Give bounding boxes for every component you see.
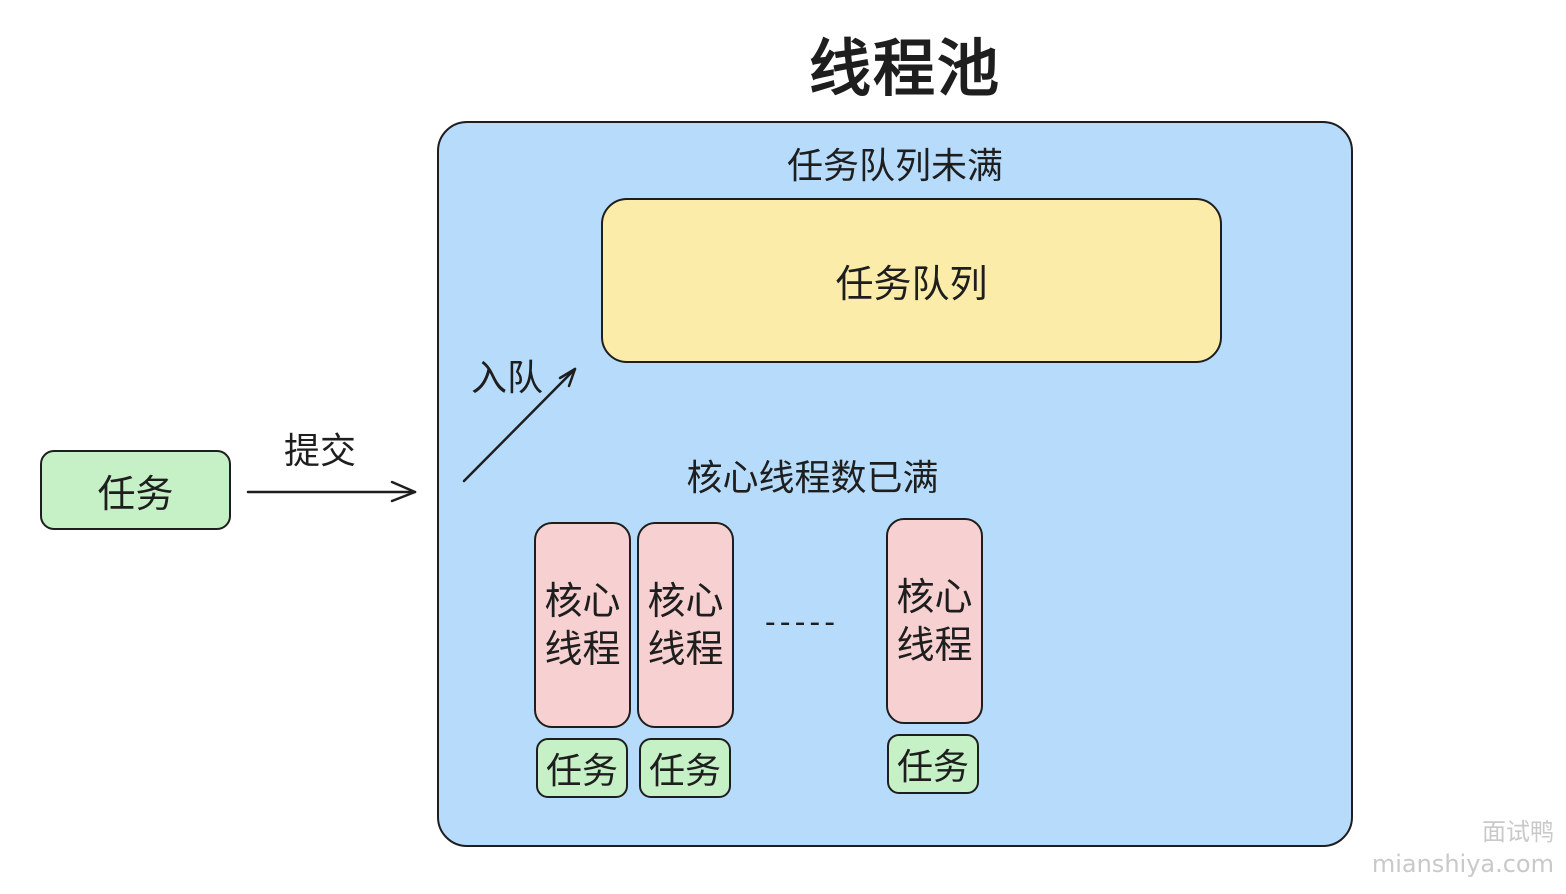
diagram-title: 线程池: [808, 32, 1001, 105]
core-thread-label-line2: 线程: [544, 627, 621, 671]
watermark-brand: 面试鸭: [1482, 818, 1554, 846]
running-task-label: 任务: [648, 751, 721, 792]
core-thread-label-line2: 线程: [647, 627, 724, 671]
running-task-box: 任务: [639, 738, 731, 798]
core-thread-label-line1: 核心: [896, 575, 973, 619]
incoming-task-box: 任务: [40, 450, 231, 530]
submit-arrow: [246, 480, 417, 503]
running-task-box: 任务: [536, 738, 628, 798]
task-queue-label: 任务队列: [835, 262, 988, 306]
core-thread-label-line1: 核心: [647, 579, 724, 623]
core-thread-label-line1: 核心: [544, 579, 621, 623]
core-thread-box: 核心 线程: [637, 522, 734, 728]
incoming-task-label: 任务: [97, 471, 174, 516]
core-thread-box: 核心 线程: [534, 522, 631, 728]
enqueue-arrow-label: 入队: [470, 358, 543, 399]
task-queue-box: 任务队列: [601, 198, 1222, 363]
core-thread-box: 核心 线程: [886, 518, 983, 724]
running-task-label: 任务: [545, 751, 618, 792]
core-thread-label-line2: 线程: [896, 623, 973, 667]
core-threads-status-label: 核心线程数已满: [686, 458, 939, 499]
more-threads-ellipsis: -----: [764, 604, 840, 640]
submit-arrow-label: 提交: [283, 431, 356, 472]
queue-status-label: 任务队列未满: [786, 146, 1003, 187]
running-task-label: 任务: [896, 747, 969, 788]
watermark: 面试鸭 mianshiya.com: [1334, 816, 1554, 886]
running-task-box: 任务: [887, 734, 979, 794]
watermark-url: mianshiya.com: [1371, 850, 1554, 878]
